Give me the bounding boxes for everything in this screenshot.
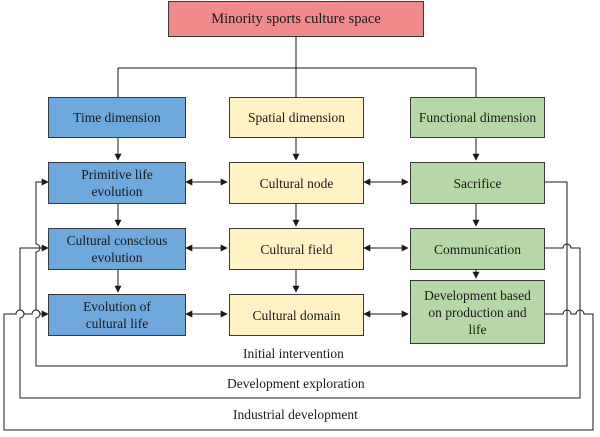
title-box: Minority sports culture space — [168, 1, 424, 37]
primitive-life-evolution-box: Primitive life evolution — [48, 162, 186, 204]
cultural-conscious-evolution-box: Cultural conscious evolution — [48, 228, 186, 270]
time-dimension-box: Time dimension — [48, 97, 186, 138]
production-and-life-box: Development based on production and life — [410, 280, 545, 344]
cultural-domain-box: Cultural domain — [229, 294, 364, 336]
spatial-dimension-box: Spatial dimension — [229, 97, 364, 138]
evolution-of-cultural-life-box: Evolution of cultural life — [48, 294, 186, 336]
initial-intervention-label: Initial intervention — [240, 346, 347, 362]
sacrifice-box: Sacrifice — [410, 162, 545, 204]
title-connector — [117, 37, 477, 97]
functional-dimension-box: Functional dimension — [410, 97, 545, 138]
loop-industrial-development — [3, 309, 594, 431]
cultural-node-box: Cultural node — [229, 162, 364, 204]
industrial-development-label: Industrial development — [230, 407, 361, 423]
communication-box: Communication — [410, 228, 545, 270]
cultural-field-box: Cultural field — [229, 228, 364, 270]
development-exploration-label: Development exploration — [224, 376, 368, 392]
